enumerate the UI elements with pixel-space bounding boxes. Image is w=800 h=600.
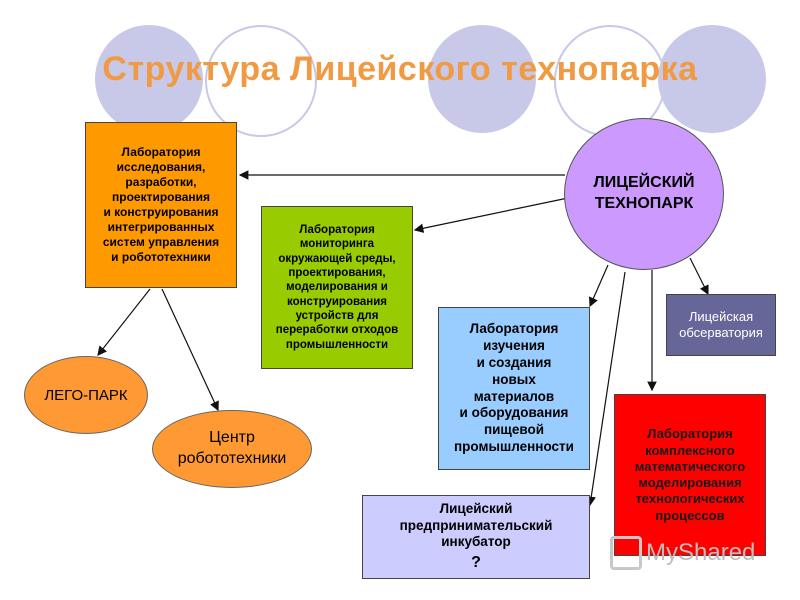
decor-circle-3 <box>428 25 536 133</box>
watermark-logo-icon <box>610 536 642 570</box>
arrow-to-lego <box>97 288 151 356</box>
center-node-technopark: ЛИЦЕЙСКИЙ ТЕХНОПАРК <box>564 118 724 270</box>
robotics-center-label: Центр робототехники <box>177 429 287 467</box>
arrow-to-monitoring <box>413 197 569 233</box>
page-title: Структура Лицейского технопарка <box>102 50 698 88</box>
arrow-to-materials <box>588 264 609 308</box>
watermark-text: MyShared <box>646 539 756 566</box>
lego-park-label: ЛЕГО-ПАРК <box>44 386 128 404</box>
watermark: MyShared <box>610 536 755 570</box>
arrow-to-robotics <box>161 288 219 412</box>
lab-monitoring-box: Лаборатория мониторинга окружающей среды… <box>261 206 413 369</box>
lego-park-ellipse: ЛЕГО-ПАРК <box>24 356 148 434</box>
lab-research-box: Лаборатория исследования, разработки, пр… <box>85 122 237 288</box>
center-node-label: ЛИЦЕЙСКИЙ ТЕХНОПАРК <box>593 174 695 212</box>
lab-materials-box: Лаборатория изучения и создания новых ма… <box>438 307 590 470</box>
lab-modeling-box: Лаборатория комплексного математического… <box>614 394 766 556</box>
robotics-center-ellipse: Центр робототехники <box>152 410 312 488</box>
decor-circle-2 <box>205 25 317 137</box>
incubator-label: Лицейский предпринимательский инкубатор <box>399 500 553 550</box>
decor-circle-5 <box>658 25 766 133</box>
arrow-to-observatory <box>689 257 709 296</box>
incubator-box: Лицейский предпринимательский инкубатор … <box>362 495 590 579</box>
arrow-to-incubator <box>586 271 626 507</box>
incubator-question-mark: ? <box>471 554 481 572</box>
observatory-box: Лицейская обсерватория <box>666 294 776 356</box>
decor-circle-1 <box>95 25 203 133</box>
